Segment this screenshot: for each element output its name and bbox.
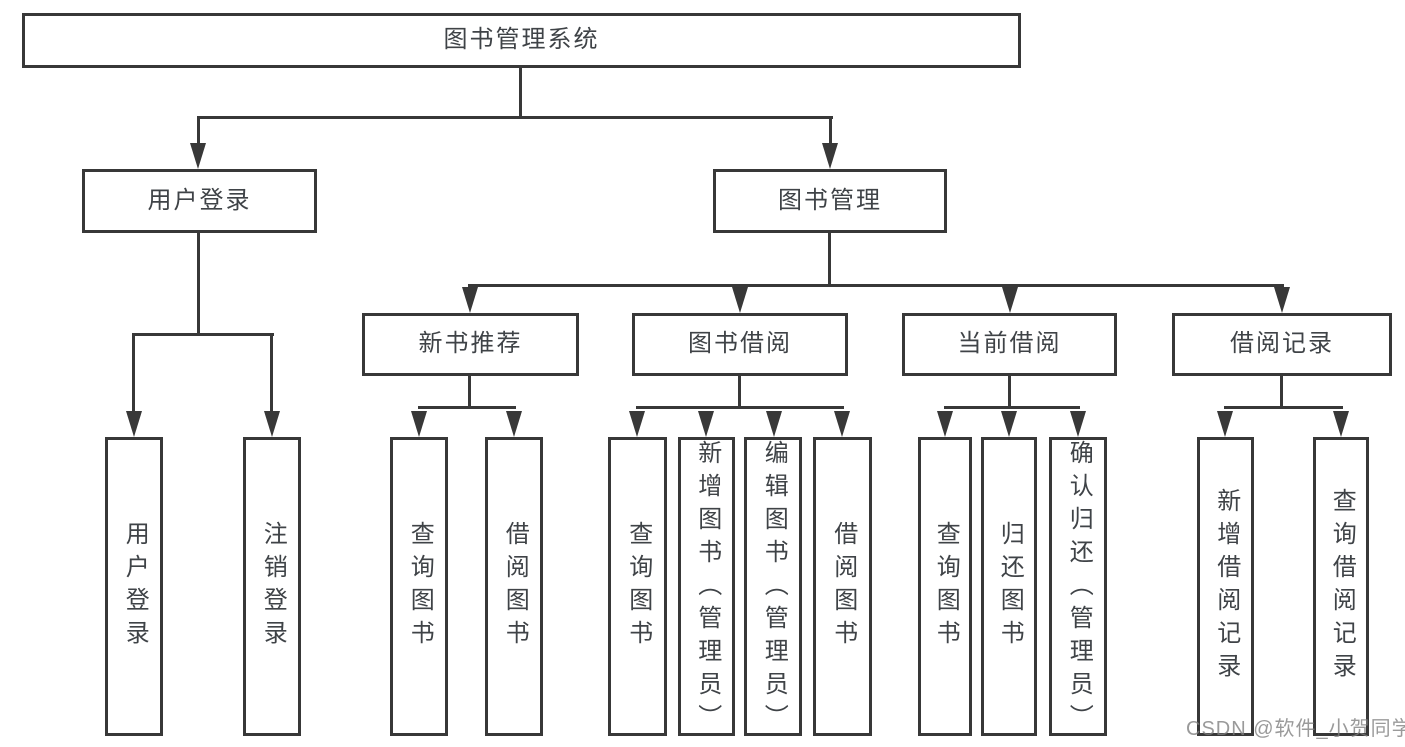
connector-line bbox=[944, 406, 1080, 409]
node-new-book-recommend: 新书推荐 bbox=[362, 313, 579, 376]
arrow-down-icon bbox=[766, 411, 782, 437]
node-logout: 注销登录 bbox=[243, 437, 301, 736]
connector-line bbox=[132, 333, 135, 413]
node-nb-borrow-book: 借阅图书 bbox=[485, 437, 543, 736]
node-nb-query-book: 查询图书 bbox=[390, 437, 448, 736]
arrow-down-icon bbox=[506, 411, 522, 437]
connector-line bbox=[1224, 406, 1343, 409]
arrow-down-icon bbox=[834, 411, 850, 437]
node-current-borrow: 当前借阅 bbox=[902, 313, 1117, 376]
arrow-down-icon bbox=[264, 411, 280, 437]
node-br-query-record: 查询借阅记录 bbox=[1313, 437, 1369, 736]
arrow-down-icon bbox=[1070, 411, 1086, 437]
node-user-login: 用户登录 bbox=[105, 437, 163, 736]
connector-line bbox=[519, 68, 522, 118]
connector-line bbox=[636, 406, 844, 409]
arrow-down-icon bbox=[1274, 287, 1290, 313]
arrow-down-icon bbox=[1001, 411, 1017, 437]
arrow-down-icon bbox=[462, 287, 478, 313]
node-cb-confirm-return: 确认归还（管理员） bbox=[1049, 437, 1107, 737]
connector-line bbox=[270, 333, 273, 413]
arrow-down-icon bbox=[126, 411, 142, 437]
node-book-borrow: 图书借阅 bbox=[632, 313, 848, 376]
node-root: 图书管理系统 bbox=[22, 13, 1021, 68]
connector-line bbox=[1280, 376, 1283, 408]
connector-line bbox=[133, 333, 274, 336]
node-user-login-group: 用户登录 bbox=[82, 169, 317, 233]
arrow-down-icon bbox=[822, 143, 838, 169]
connector-line bbox=[468, 284, 1284, 287]
connector-line bbox=[828, 233, 831, 286]
watermark: CSDN @软件_小贺同学 bbox=[1186, 718, 1405, 740]
node-bb-query-book: 查询图书 bbox=[608, 437, 667, 736]
arrow-down-icon bbox=[411, 411, 427, 437]
connector-line bbox=[197, 116, 200, 145]
node-cb-query-book: 查询图书 bbox=[918, 437, 972, 736]
node-br-add-record: 新增借阅记录 bbox=[1197, 437, 1254, 736]
arrow-down-icon bbox=[1002, 287, 1018, 313]
connector-line bbox=[468, 376, 471, 409]
node-cb-return-book: 归还图书 bbox=[981, 437, 1037, 736]
arrow-down-icon bbox=[698, 411, 714, 437]
arrow-down-icon bbox=[629, 411, 645, 437]
arrow-down-icon bbox=[732, 287, 748, 313]
connector-line bbox=[197, 233, 200, 336]
arrow-down-icon bbox=[1217, 411, 1233, 437]
connector-line bbox=[829, 116, 832, 145]
arrow-down-icon bbox=[937, 411, 953, 437]
node-bb-borrow-book: 借阅图书 bbox=[813, 437, 872, 736]
connector-line bbox=[738, 376, 741, 408]
connector-line bbox=[197, 116, 833, 119]
node-book-management: 图书管理 bbox=[713, 169, 947, 233]
node-bb-edit-book: 编辑图书（管理员） bbox=[744, 437, 802, 737]
connector-line bbox=[1008, 376, 1011, 408]
connector-line bbox=[418, 406, 516, 409]
arrow-down-icon bbox=[190, 143, 206, 169]
node-borrow-records: 借阅记录 bbox=[1172, 313, 1392, 376]
node-bb-add-book: 新增图书（管理员） bbox=[678, 437, 735, 737]
arrow-down-icon bbox=[1333, 411, 1349, 437]
